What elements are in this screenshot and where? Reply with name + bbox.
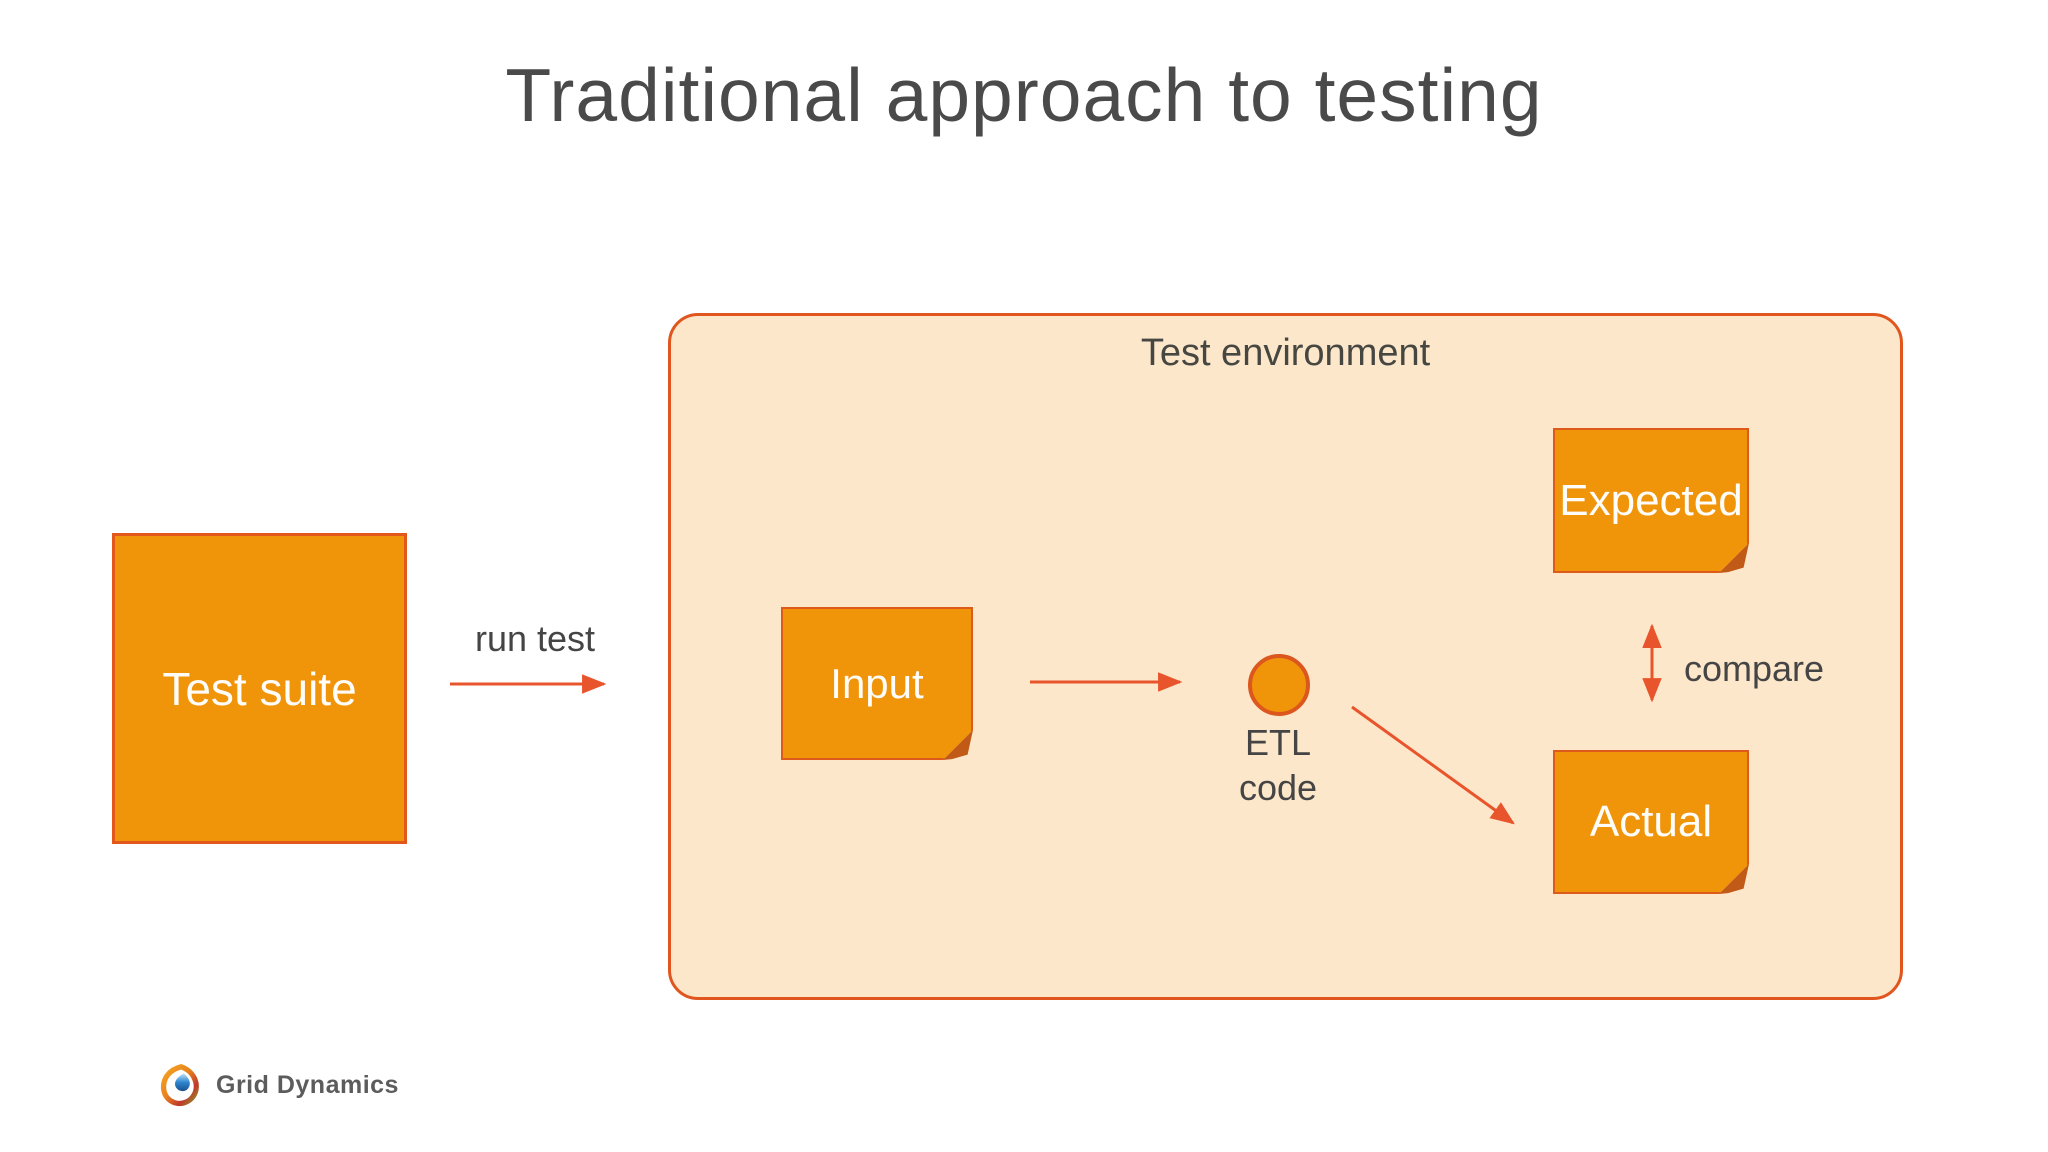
test-suite-box: Test suite: [112, 533, 407, 844]
slide-title: Traditional approach to testing: [505, 53, 1543, 137]
footer-logo: Grid Dynamics: [158, 1060, 399, 1110]
input-note: Input: [781, 607, 973, 760]
expected-note-label: Expected: [1559, 475, 1743, 525]
grid-dynamics-logo-text: Grid Dynamics: [216, 1070, 399, 1099]
run-test-label: run test: [474, 618, 596, 659]
test-suite-label: Test suite: [162, 662, 357, 715]
expected-note-body: Expected: [1553, 428, 1749, 573]
actual-note: Actual: [1553, 750, 1749, 894]
etl-code-circle: [1248, 654, 1310, 716]
input-note-label: Input: [830, 659, 924, 707]
expected-note: Expected: [1553, 428, 1749, 573]
actual-note-label: Actual: [1589, 797, 1713, 846]
etl-code-label: ETL code: [1238, 722, 1318, 808]
input-note-body: Input: [781, 607, 973, 760]
test-environment-label: Test environment: [1140, 332, 1431, 374]
compare-label: compare: [1684, 648, 1825, 689]
actual-note-body: Actual: [1553, 750, 1749, 894]
grid-dynamics-logo-icon: [160, 1064, 199, 1107]
